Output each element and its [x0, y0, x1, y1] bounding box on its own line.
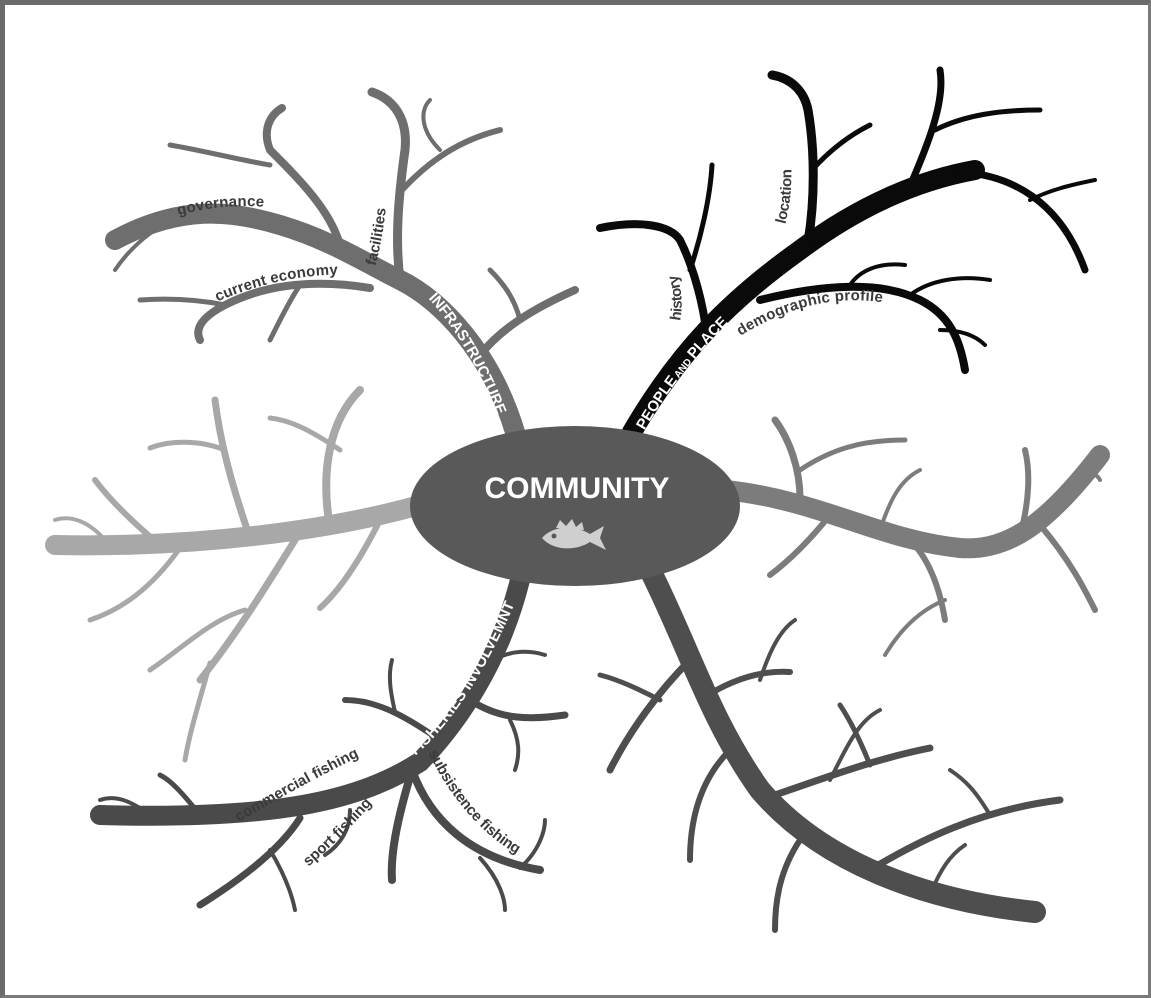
twig-subsistence-fishing: subsistence fishing [425, 747, 524, 858]
branch-infrastructure [105, 87, 579, 442]
twig-history: history [664, 273, 685, 322]
branch-people-place [596, 66, 1097, 442]
hub-title: COMMUNITY [485, 472, 670, 505]
fish-icon [542, 519, 606, 550]
label-fisheries: FISHERIES INVOLVEMNT [407, 599, 519, 759]
hub-ellipse [410, 426, 740, 586]
label-infrastructure: INFRASTRUCTURE [425, 290, 509, 417]
community-hub: COMMUNITY [410, 426, 740, 586]
branch-bottom-right-blank [597, 559, 1064, 933]
branch-fisheries [90, 570, 569, 912]
twig-facilities: facilities [363, 207, 390, 267]
branch-right-blank [715, 416, 1110, 657]
branch-left-blank [45, 386, 430, 763]
twig-location: location [773, 169, 796, 225]
label-people-place: PEOPLEANDPLACE [633, 313, 731, 432]
